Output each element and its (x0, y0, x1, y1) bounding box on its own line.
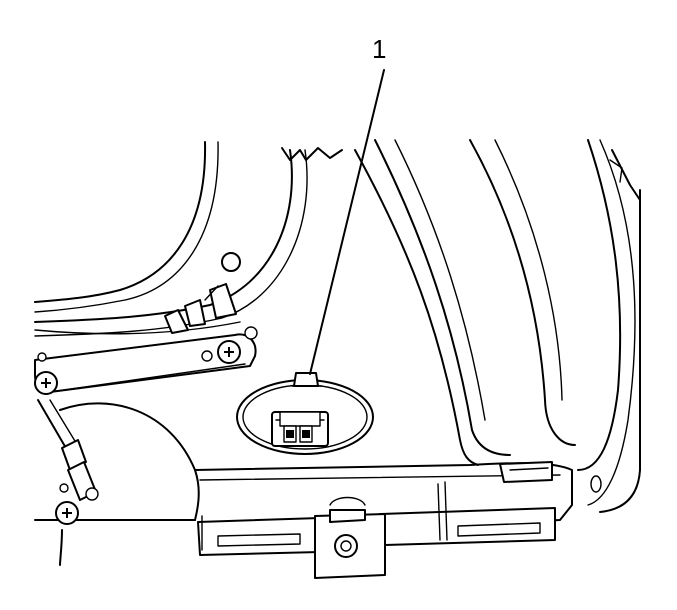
sill-bracket (194, 461, 573, 579)
torn-edge (281, 147, 343, 161)
electrical-connector (271, 411, 329, 447)
lower-hinge (55, 439, 99, 525)
callout-number-1: 1 (372, 34, 387, 64)
pillar-contour (354, 139, 641, 513)
mid-bracket (34, 326, 258, 395)
window-opening-arch (34, 141, 308, 337)
panel-hole (221, 252, 241, 272)
lower-panel (34, 399, 200, 566)
callout-1-leader-line (309, 69, 385, 375)
trim-clips (164, 283, 237, 334)
